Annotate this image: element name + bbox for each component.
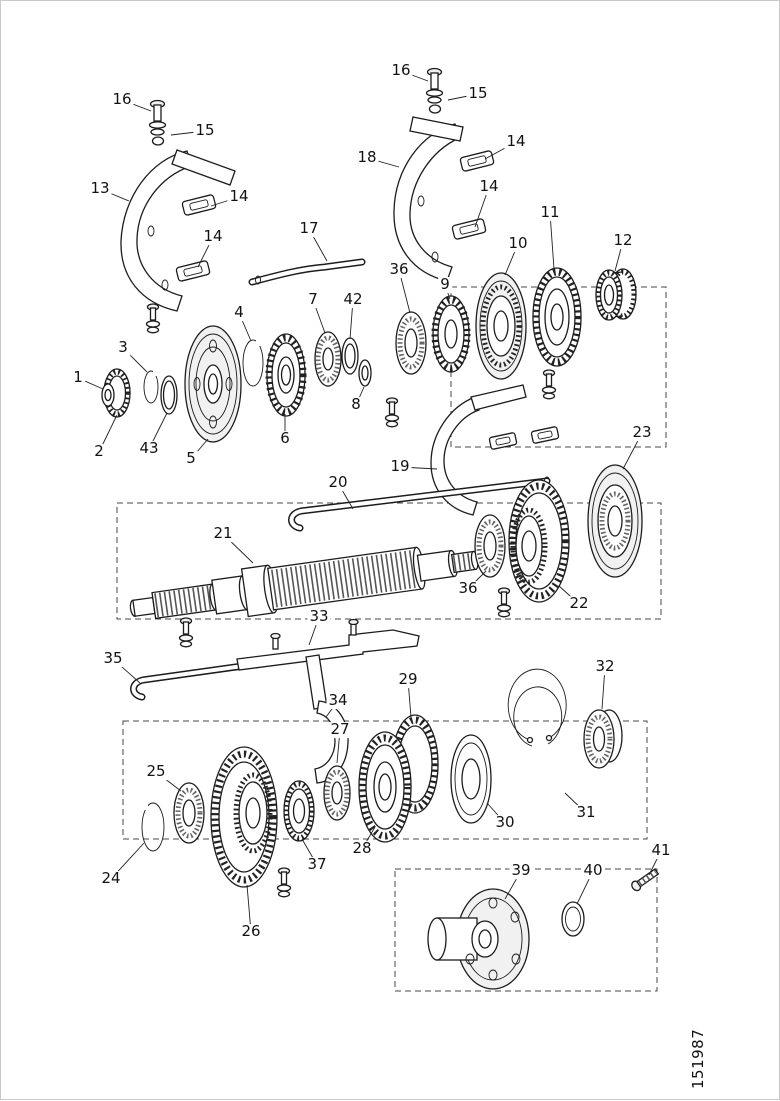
synchro-hub-10 — [475, 272, 527, 380]
bearing-36-lower — [474, 514, 506, 578]
gear-22 — [508, 479, 570, 603]
bolt-stack-d — [496, 587, 512, 618]
leader-line-36 — [467, 570, 487, 590]
gear-9 — [431, 295, 471, 373]
leader-line-5 — [190, 438, 209, 460]
leader-line-32 — [601, 666, 606, 710]
bolt-stack-f — [276, 867, 292, 898]
shift-fork-34 — [305, 654, 349, 784]
leader-line-18 — [366, 157, 400, 168]
bolt-stack-a — [145, 303, 161, 334]
leader-line-1 — [77, 377, 104, 390]
fork-pad-14-b — [175, 260, 211, 282]
gear-28 — [358, 731, 412, 843]
spacer-drum-30 — [450, 734, 492, 824]
leader-line-16 — [121, 99, 152, 112]
leader-line-33 — [308, 616, 320, 646]
selector-rod-17 — [248, 258, 366, 286]
snap-ring-3 — [143, 369, 160, 404]
leader-line-10 — [504, 243, 519, 276]
leader-line-43 — [148, 412, 168, 450]
leader-line-16 — [400, 70, 429, 82]
leader-line-36 — [398, 269, 411, 314]
leader-line-26 — [246, 884, 252, 933]
leader-line-4 — [238, 312, 252, 342]
selector-bracket-33 — [236, 618, 420, 671]
leader-line-12 — [614, 240, 624, 272]
bolt-stack-b — [384, 397, 400, 428]
leader-line-11 — [549, 212, 555, 270]
washer-8 — [358, 359, 372, 387]
fork-pad-19-b — [530, 426, 560, 444]
snap-ring-24 — [139, 801, 165, 852]
fork-pad-14-a — [181, 194, 217, 216]
bearing-36-upper — [395, 311, 427, 375]
gear-6 — [265, 333, 307, 417]
leader-line-22 — [558, 585, 580, 605]
bearing-25 — [173, 782, 205, 844]
leader-line-17 — [308, 228, 328, 262]
bearing-7 — [314, 331, 342, 387]
ring-42 — [341, 337, 359, 375]
leader-line-25 — [155, 771, 182, 792]
leader-line-23 — [622, 432, 643, 470]
leader-line-31 — [564, 792, 587, 814]
output-flange-39 — [427, 888, 530, 990]
leader-line-21 — [222, 533, 254, 564]
gear-37 — [283, 780, 315, 842]
leader-line-29 — [407, 679, 412, 718]
leader-line-24 — [110, 842, 145, 880]
fork-pad-14-d — [451, 218, 487, 240]
input-gear-1 — [101, 368, 131, 418]
leader-line-35 — [112, 658, 141, 684]
bolt-stack-c — [541, 369, 557, 400]
leader-line-30 — [486, 802, 506, 824]
drawing-part-number: 151987 — [689, 1028, 707, 1089]
leader-line-15 — [447, 93, 479, 101]
leader-line-15 — [170, 130, 206, 136]
leader-line-2 — [98, 414, 118, 453]
gear-11 — [532, 267, 582, 367]
leader-line-39 — [504, 870, 522, 900]
snap-ring-31 — [507, 668, 567, 747]
bearing-32 — [583, 709, 623, 769]
bearing-retainer-23 — [587, 464, 643, 578]
shift-fork-18 — [393, 67, 464, 282]
leader-line-8 — [355, 386, 365, 406]
main-shaft-21 — [129, 546, 479, 620]
leader-line-37 — [301, 838, 318, 866]
shift-fork-19 — [430, 384, 527, 516]
leader-line-13 — [99, 188, 130, 202]
plug-disc-40 — [561, 901, 585, 937]
bolt-stack-e — [178, 617, 194, 648]
shift-fork-13 — [120, 99, 236, 312]
leader-line-42 — [349, 299, 354, 340]
clutch-drum-5 — [184, 325, 242, 443]
snap-ring-4 — [242, 337, 265, 387]
fork-pad-14-c — [459, 150, 495, 172]
fork-pad-19-a — [488, 432, 518, 450]
ring-43 — [160, 375, 178, 415]
screw-41 — [631, 868, 660, 892]
leader-line-3 — [122, 347, 148, 373]
bearing-27 — [323, 765, 351, 821]
leader-line-7 — [312, 299, 326, 334]
coupling-gear-12 — [595, 268, 637, 321]
leader-line-40 — [576, 870, 594, 905]
gear-26 — [210, 746, 278, 888]
